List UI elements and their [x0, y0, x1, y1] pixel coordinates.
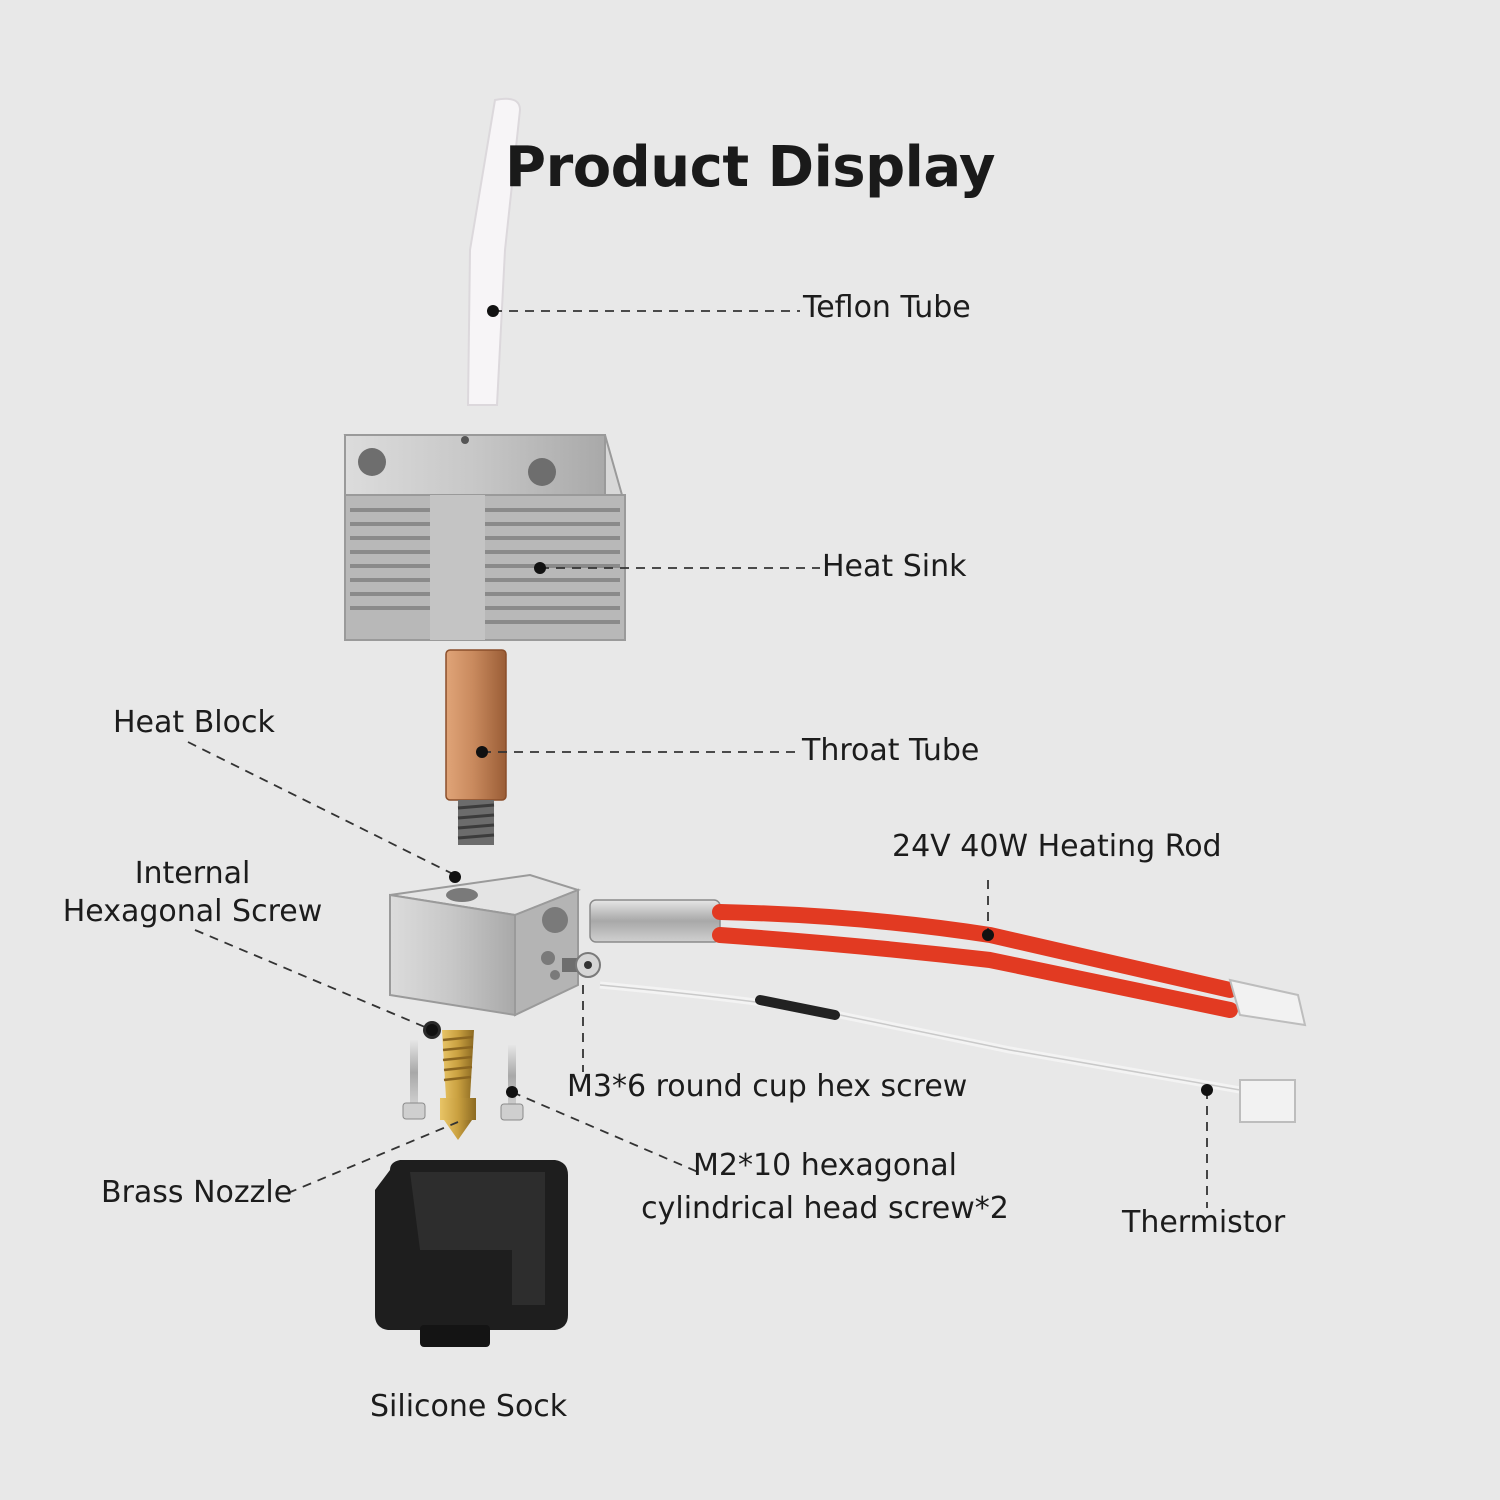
- label-internal-screw-line1: Internal: [134, 856, 251, 891]
- brass-nozzle: [440, 1030, 476, 1140]
- label-internal-screw-line2: Hexagonal Screw: [62, 894, 323, 929]
- callout-dots: [426, 305, 1213, 1098]
- teflon-tube: [466, 97, 522, 406]
- heat-block: [389, 873, 581, 1017]
- label-heat-block: Heat Block: [113, 705, 275, 740]
- label-thermistor: Thermistor: [1122, 1205, 1286, 1240]
- heat-sink: [343, 434, 626, 641]
- m2-screws: [402, 1040, 524, 1121]
- label-teflon-tube: Teflon Tube: [803, 290, 971, 325]
- label-heating-rod: 24V 40W Heating Rod: [892, 829, 1222, 864]
- heating-rod: [589, 899, 1307, 1027]
- thermistor: [599, 981, 1296, 1123]
- page-title: Product Display: [505, 135, 995, 200]
- label-throat-tube: Throat Tube: [802, 733, 980, 768]
- leader-lines: [187, 310, 1208, 1208]
- label-brass-nozzle: Brass Nozzle: [101, 1175, 293, 1210]
- label-m2-screw-line2: cylindrical head screw*2: [641, 1191, 1009, 1226]
- silicone-sock: [375, 1160, 568, 1347]
- label-m3-screw: M3*6 round cup hex screw: [567, 1069, 968, 1104]
- throat-tube: [445, 649, 507, 845]
- m3-screw: [562, 952, 601, 978]
- label-heat-sink: Heat Sink: [822, 549, 967, 584]
- label-m2-screw-line1: M2*10 hexagonal: [693, 1148, 957, 1183]
- label-silicone-sock: Silicone Sock: [370, 1389, 568, 1424]
